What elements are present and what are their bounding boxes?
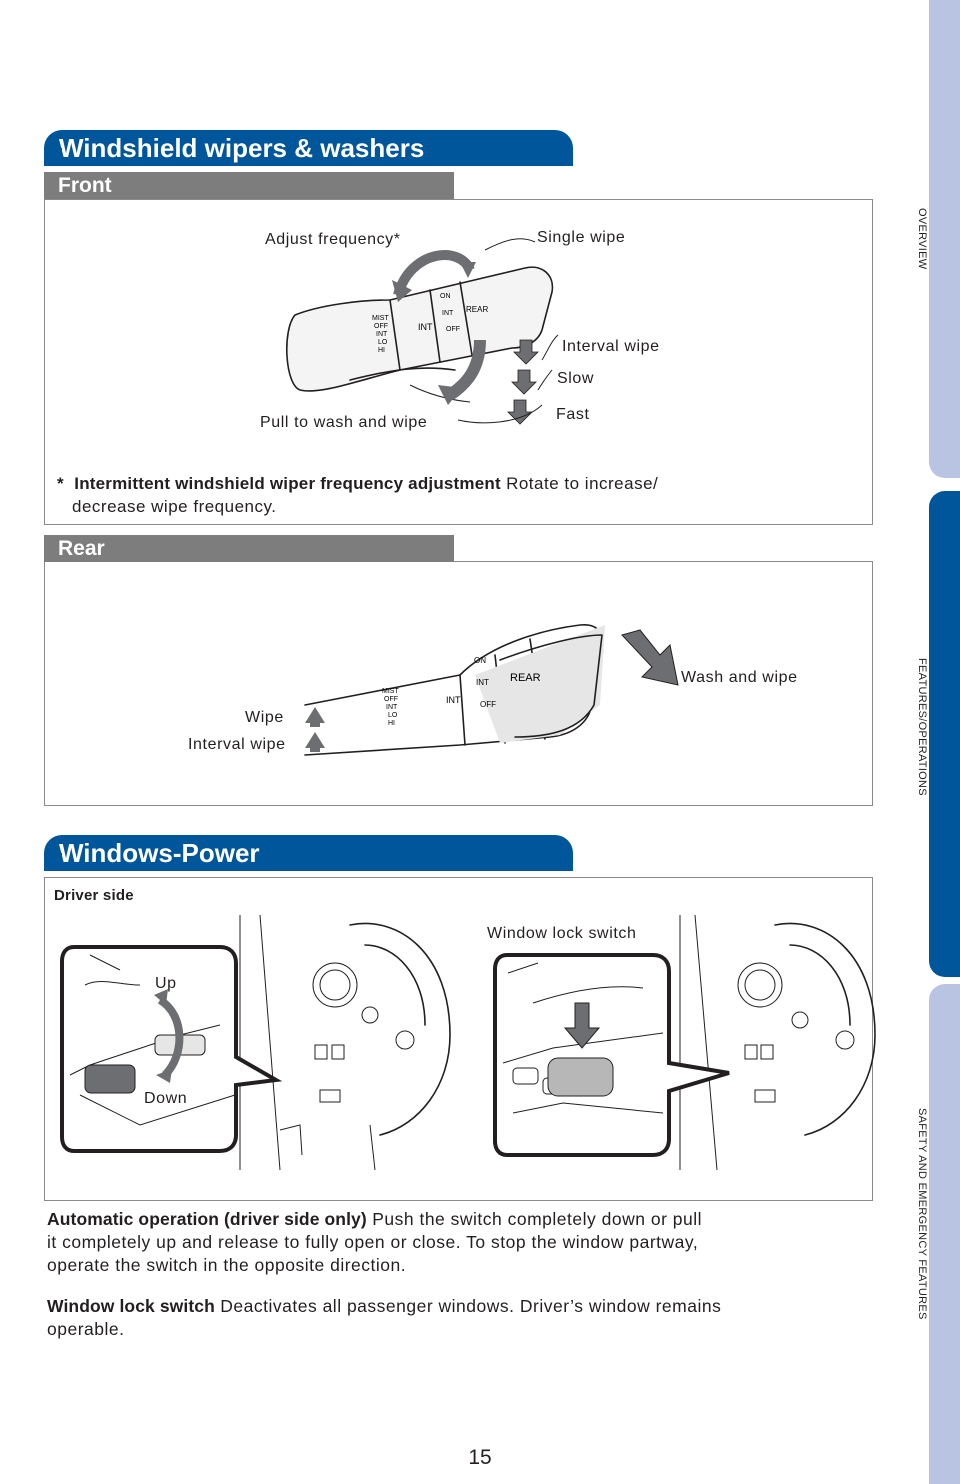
window-lock-bold: Window lock switch	[47, 1296, 215, 1316]
callout-up-down	[60, 945, 283, 1153]
rear-mark-int: INT	[386, 704, 398, 711]
auto-operation-text: Automatic operation (driver side only) P…	[47, 1208, 867, 1277]
label-down: Down	[144, 1090, 188, 1107]
rear-mark-mist: MIST	[382, 688, 399, 695]
side-label-overview: OVERVIEW	[916, 208, 928, 270]
label-wipe: Wipe	[245, 709, 284, 726]
mark-off: OFF	[374, 323, 388, 330]
section-title-wipers: Windshield wipers & washers	[44, 130, 573, 166]
mark-mist: MIST	[372, 315, 389, 322]
label-pull-wash: Pull to wash and wipe	[260, 414, 428, 431]
label-adjust-frequency: Adjust frequency*	[265, 231, 401, 248]
tab-features-operations[interactable]	[929, 491, 960, 977]
mark-lo: LO	[378, 339, 388, 346]
mark-on: ON	[440, 293, 451, 300]
auto-text-2: it completely up and release to fully op…	[47, 1232, 699, 1252]
dashboard-illustration-right	[679, 914, 876, 1171]
subheader-rear: Rear	[44, 535, 454, 562]
rear-wiper-panel	[44, 561, 873, 806]
rear-mark-on: ON	[474, 656, 486, 665]
note-text-1: Rotate to increase/	[506, 474, 659, 493]
rear-mark-off2: OFF	[480, 700, 496, 709]
note-star: *	[57, 474, 64, 493]
label-up: Up	[155, 975, 177, 992]
window-lock-text: Window lock switch Deactivates all passe…	[47, 1295, 867, 1341]
auto-operation-bold: Automatic operation (driver side only)	[47, 1209, 367, 1229]
mark-int2: INT	[418, 322, 433, 332]
section-title-windows: Windows-Power	[44, 835, 573, 871]
rear-mark-lo: LO	[388, 712, 398, 719]
auto-text-1: Push the switch completely down or pull	[372, 1209, 702, 1229]
dashboard-illustration-left	[239, 914, 451, 1171]
label-interval-wipe: Interval wipe	[562, 338, 660, 355]
rear-lever-illustration: MIST OFF INT LO HI INT ON INT OFF REAR	[304, 624, 679, 756]
label-driver-side: Driver side	[54, 887, 134, 904]
mark-int3: INT	[442, 310, 454, 317]
label-fast: Fast	[556, 406, 590, 423]
label-single-wipe: Single wipe	[537, 229, 626, 246]
front-lever-illustration: MIST OFF INT LO HI INT ON INT OFF REAR	[286, 238, 559, 425]
auto-text-3: operate the switch in the opposite direc…	[47, 1255, 407, 1275]
subheader-front: Front	[44, 172, 454, 199]
page-number: 15	[468, 1446, 492, 1469]
note-bold: Intermittent windshield wiper frequency …	[74, 474, 501, 493]
label-wash-and-wipe: Wash and wipe	[681, 669, 798, 686]
callout-window-lock	[493, 953, 730, 1157]
label-slow: Slow	[557, 370, 595, 387]
rear-mark-int2: INT	[446, 695, 461, 705]
lock-text-2: operable.	[47, 1319, 125, 1339]
rear-mark-hi: HI	[388, 720, 395, 727]
rear-mark-rear: REAR	[510, 672, 541, 684]
mark-off2: OFF	[446, 326, 460, 333]
tab-safety-emergency[interactable]	[929, 984, 960, 1484]
mark-int: INT	[376, 331, 388, 338]
side-label-safety: SAFETY AND EMERGENCY FEATURES	[916, 1108, 928, 1320]
mark-hi: HI	[378, 347, 385, 354]
tab-overview[interactable]	[929, 0, 960, 478]
note-text-2: decrease wipe frequency.	[72, 497, 277, 516]
rear-mark-off: OFF	[384, 696, 398, 703]
mark-rear: REAR	[466, 305, 488, 314]
label-window-lock-switch: Window lock switch	[487, 925, 637, 942]
side-label-features: FEATURES/OPERATIONS	[916, 658, 928, 796]
label-rear-interval-wipe: Interval wipe	[188, 736, 286, 753]
front-note: * Intermittent windshield wiper frequenc…	[57, 472, 847, 518]
rear-mark-int3: INT	[476, 678, 489, 687]
lock-text-1: Deactivates all passenger windows. Drive…	[220, 1296, 722, 1316]
